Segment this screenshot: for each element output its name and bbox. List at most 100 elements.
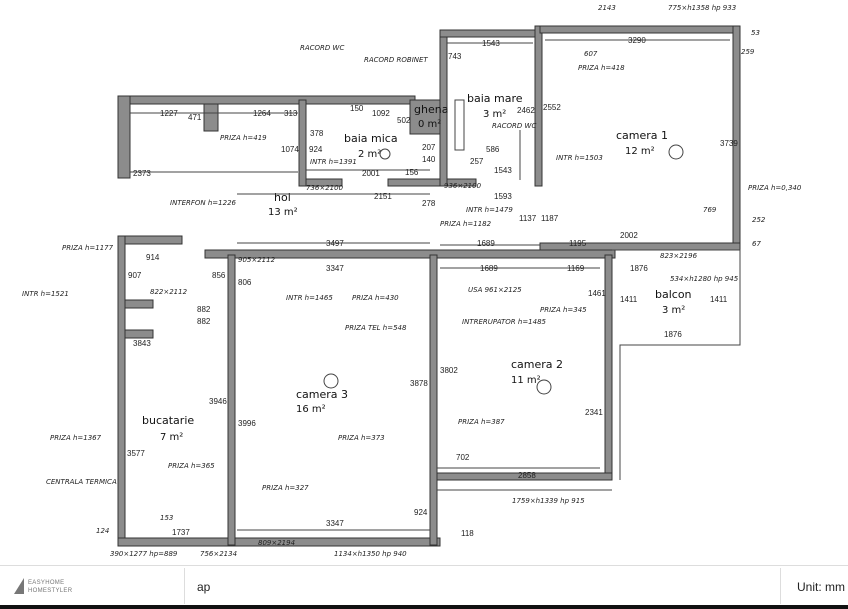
room-name: camera 2 xyxy=(511,358,563,371)
dimension-label: 3996 xyxy=(238,419,256,428)
wall-camera1-right xyxy=(732,25,741,251)
dimension-label: 153 xyxy=(160,514,173,522)
dimension-label: 3802 xyxy=(440,366,458,375)
annotation: 736×2100 xyxy=(306,184,344,192)
dimension-label: 1137 xyxy=(519,214,537,223)
room-area: 3 m² xyxy=(662,305,685,316)
annotation: 823×2196 xyxy=(660,252,698,260)
wall-ghena xyxy=(409,99,441,135)
footer: EASYHOME HOMESTYLER ap Unit: mm xyxy=(0,565,848,606)
wall-kitchen-niche xyxy=(124,299,154,309)
dimension-label: 3347 xyxy=(326,264,344,273)
balcony-outline xyxy=(437,99,741,491)
dimension-label: 118 xyxy=(461,529,474,538)
dimension-label: 2341 xyxy=(585,408,603,417)
dimension-label: 924 xyxy=(309,145,323,154)
dimension-label: 607 xyxy=(584,50,598,58)
dimension-label: 1689 xyxy=(477,239,495,248)
annotation: PRIZA h=327 xyxy=(262,484,309,492)
dimension-label: 1169 xyxy=(567,264,585,273)
dimension-label: 1227 xyxy=(160,109,178,118)
wall-baia-mare-top xyxy=(439,29,541,38)
annotation: INTR h=1521 xyxy=(22,290,69,298)
annotation: PRIZA h=1367 xyxy=(50,434,102,442)
room-area: 3 m² xyxy=(483,109,506,120)
room-name: baia mica xyxy=(344,132,398,145)
annotation: RACORD WC xyxy=(300,44,344,52)
annotation: 809×2194 xyxy=(258,539,295,547)
room-area: 11 m² xyxy=(511,375,541,386)
ceiling-light-icon xyxy=(323,373,339,389)
dimension-label: 882 xyxy=(197,305,211,314)
room-name: camera 1 xyxy=(616,129,668,142)
dimension-label: 1187 xyxy=(541,214,559,223)
annotation: INTR h=1479 xyxy=(466,206,513,214)
dimension-label: 743 xyxy=(448,52,462,61)
dimension-label: 53 xyxy=(751,29,760,37)
dimension-label: 914 xyxy=(146,253,160,262)
annotation: INTR h=1503 xyxy=(556,154,603,162)
room-name: camera 3 xyxy=(296,388,348,401)
dimension-label: 882 xyxy=(197,317,211,326)
dimension-label: 2373 xyxy=(133,169,151,178)
room-name: balcon xyxy=(655,288,692,301)
ceiling-light-icon xyxy=(536,379,552,395)
dimension-label: 1264 xyxy=(253,109,271,118)
wall-pillar xyxy=(203,103,219,132)
dimension-label: 3497 xyxy=(326,239,344,248)
room-name: bucatarie xyxy=(142,414,194,427)
wall-baia-mica-bottom-1 xyxy=(305,178,343,187)
dimension-label: 1543 xyxy=(494,166,512,175)
dimension-label: 856 xyxy=(212,271,226,280)
wall-camera2-bottom xyxy=(436,472,613,481)
dimension-label: 1543 xyxy=(482,39,500,48)
annotation: 936×2100 xyxy=(444,182,482,190)
dimension-label: 1876 xyxy=(630,264,648,273)
unit-label: Unit: mm xyxy=(797,580,845,594)
dimension-label: 140 xyxy=(422,155,436,164)
annotation: 756×2134 xyxy=(200,550,237,558)
dimension-label: 378 xyxy=(310,129,324,138)
dimension-label: 1411 xyxy=(710,295,728,304)
dimension-label: 3577 xyxy=(127,449,145,458)
annotation: 822×2112 xyxy=(150,288,188,296)
wall-baia-mica-left xyxy=(298,99,307,187)
wall-hol-left xyxy=(117,235,183,245)
wall-baia-mare-right xyxy=(534,25,543,187)
dimension-label: 1689 xyxy=(480,264,498,273)
dimension-label: 2151 xyxy=(374,192,392,201)
dimension-label: 207 xyxy=(422,143,436,152)
dimension-label: 769 xyxy=(703,206,717,214)
dimension-label: 124 xyxy=(96,527,109,535)
dimension-labels: 1227 471 1264 313 150 1092 502 378 924 1… xyxy=(96,4,766,538)
dimension-label: 67 xyxy=(752,240,761,248)
room-name: hol xyxy=(274,191,291,204)
annotation: 534×h1280 hp 945 xyxy=(670,275,739,283)
wall-hallway xyxy=(204,249,616,259)
annotation: RACORD WC xyxy=(492,122,536,130)
wall-top-left xyxy=(117,95,416,105)
annotations: PRIZA h=418 RACORD WC RACORD ROBINET INT… xyxy=(22,4,802,558)
annotation: PRIZA h=0,340 xyxy=(748,184,802,192)
dimension-label: 3946 xyxy=(209,397,227,406)
dimension-label: 3347 xyxy=(326,519,344,528)
dimension-label: 313 xyxy=(284,109,298,118)
room-area: 13 m² xyxy=(268,207,298,218)
dimension-label: 278 xyxy=(422,199,436,208)
dimension-label: 471 xyxy=(188,113,202,122)
annotation: 1134×h1350 hp 940 xyxy=(334,550,407,558)
dimension-label: 2552 xyxy=(543,103,561,112)
dimension-label: 2858 xyxy=(518,471,536,480)
divider xyxy=(780,568,781,604)
dimension-label: 3739 xyxy=(720,139,738,148)
logo-text: EASYHOME xyxy=(28,580,65,586)
dimension-label: 1737 xyxy=(172,528,190,537)
dimension-label: 259 xyxy=(741,48,755,56)
room-area: 16 m² xyxy=(296,404,326,415)
dimension-label: 156 xyxy=(405,168,419,177)
annotation: 1759×h1339 hp 915 xyxy=(512,497,585,505)
ceiling-light-icons xyxy=(323,144,684,395)
divider xyxy=(184,568,185,604)
annotation: PRIZA h=345 xyxy=(540,306,587,314)
dimension-label: 924 xyxy=(414,508,428,517)
